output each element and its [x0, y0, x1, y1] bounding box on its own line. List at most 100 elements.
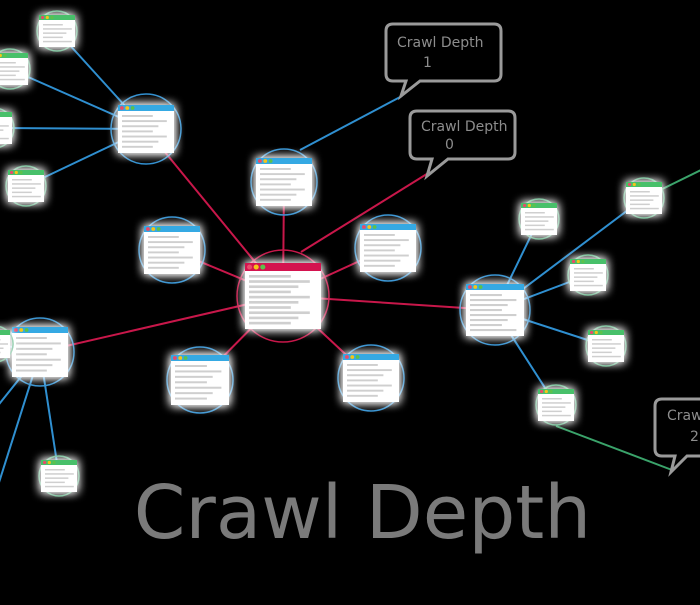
page-window	[360, 224, 416, 272]
window-dot-icon	[125, 106, 130, 110]
text-line	[0, 347, 4, 349]
depth-label-1: Crawl Depth 1	[384, 22, 503, 101]
text-line	[12, 183, 41, 185]
text-line	[175, 381, 207, 384]
page-node-d2f	[38, 455, 80, 497]
text-line	[16, 353, 47, 356]
text-line	[0, 343, 8, 345]
text-line	[364, 239, 409, 242]
page-node-d2d	[5, 165, 47, 207]
node-ring	[354, 214, 422, 282]
edge-to-label-0	[300, 171, 431, 253]
window-dot-icon	[540, 389, 544, 394]
depth-label-2: Craw 2	[653, 397, 700, 477]
depth-label-2-value: 2	[690, 429, 699, 445]
edge-to-label-1	[299, 95, 403, 151]
text-line	[16, 347, 53, 350]
window-dot-icon	[355, 355, 360, 359]
text-line	[0, 74, 16, 77]
page-window	[12, 327, 68, 377]
text-line	[249, 295, 310, 299]
window-dot-icon	[50, 15, 54, 20]
page-node-d2a	[36, 10, 78, 52]
text-line	[0, 351, 1, 354]
text-line	[16, 337, 47, 339]
text-line	[16, 369, 47, 372]
text-line	[260, 173, 305, 176]
text-line	[260, 198, 291, 201]
window-dot-icon	[19, 328, 24, 332]
text-line	[630, 203, 650, 206]
window-dot-icon	[3, 53, 7, 58]
window-titlebar	[39, 15, 75, 20]
text-line	[175, 365, 207, 367]
text-line	[12, 187, 36, 189]
text-line	[12, 195, 41, 198]
text-line	[260, 188, 305, 191]
text-line	[175, 370, 222, 373]
text-line	[148, 246, 185, 249]
text-line	[148, 236, 179, 238]
window-dot-icon	[345, 355, 349, 359]
window-titlebar	[570, 259, 606, 264]
window-dot-icon	[590, 330, 594, 335]
text-line	[43, 32, 67, 34]
window-dot-icon	[260, 264, 266, 270]
text-line	[122, 125, 159, 128]
text-line	[249, 285, 299, 289]
window-titlebar	[538, 389, 574, 394]
node-ring	[0, 108, 15, 148]
window-dot-icon	[372, 225, 377, 229]
text-line	[0, 78, 25, 81]
node-ring	[567, 254, 609, 296]
text-line	[249, 280, 310, 283]
window-dot-icon	[599, 330, 603, 335]
text-line	[0, 129, 4, 131]
text-line	[0, 70, 20, 72]
node-ring	[5, 165, 47, 207]
text-line	[12, 179, 32, 181]
window-titlebar	[0, 330, 10, 335]
text-line	[347, 394, 378, 397]
window-dot-icon	[367, 225, 372, 229]
window-dot-icon	[151, 227, 156, 231]
window-dot-icon	[632, 182, 636, 187]
text-line	[0, 66, 25, 68]
window-dot-icon	[637, 182, 641, 187]
page-node-ul	[138, 216, 206, 284]
text-line	[470, 304, 508, 307]
text-line	[542, 402, 571, 404]
page-node-d2j	[535, 384, 577, 426]
text-line	[43, 24, 63, 26]
window-dot-icon	[173, 356, 177, 360]
text-line	[175, 397, 207, 400]
text-line	[122, 130, 153, 133]
text-line	[347, 384, 392, 387]
window-dot-icon	[263, 159, 268, 163]
node-ring	[459, 274, 531, 346]
depth-label-1-title: Crawl Depth	[397, 35, 484, 51]
page-window	[171, 355, 229, 405]
text-line	[630, 191, 650, 193]
window-dot-icon	[350, 355, 355, 359]
text-line	[12, 191, 32, 194]
window-dot-icon	[156, 227, 161, 231]
window-titlebar	[12, 327, 68, 333]
window-dot-icon	[14, 170, 18, 175]
text-line	[364, 244, 401, 247]
page-node-root	[236, 249, 330, 343]
page-window	[0, 112, 12, 144]
text-line	[45, 481, 65, 484]
text-line	[347, 389, 384, 392]
text-line	[574, 276, 598, 278]
window-titlebar	[0, 53, 28, 58]
text-line	[45, 477, 69, 479]
window-dot-icon	[178, 356, 183, 360]
text-line	[525, 212, 545, 214]
text-line	[470, 314, 517, 317]
text-line	[148, 241, 193, 244]
text-line	[122, 145, 153, 148]
text-line	[525, 216, 554, 218]
window-dot-icon	[41, 15, 45, 20]
window-dot-icon	[268, 159, 273, 163]
